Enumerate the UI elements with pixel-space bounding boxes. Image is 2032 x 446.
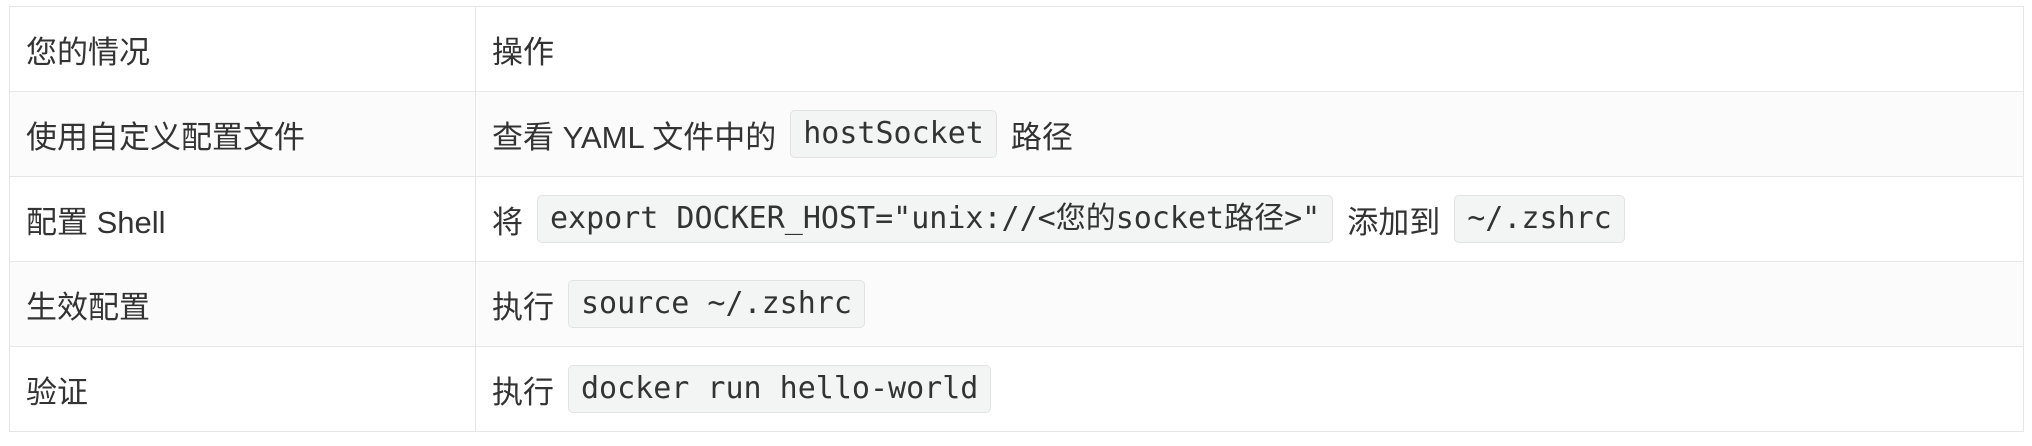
situation-text: 生效配置 — [26, 289, 150, 325]
inline-code: hostSocket — [790, 110, 997, 158]
situation-cell: 配置 Shell — [9, 176, 476, 262]
situation-cell: 生效配置 — [9, 261, 476, 347]
action-text: 将 — [492, 204, 523, 240]
action-cell: 执行 docker run hello-world — [475, 346, 2024, 432]
situation-text: 配置 Shell — [26, 204, 166, 240]
table-row: 配置 Shell 将 export DOCKER_HOST="unix://<您… — [9, 176, 2024, 262]
action-cell: 执行 source ~/.zshrc — [475, 261, 2024, 347]
header-cell-situation: 您的情况 — [9, 6, 476, 92]
table-row: 生效配置 执行 source ~/.zshrc — [9, 261, 2024, 347]
header-cell-action: 操作 — [475, 6, 2024, 92]
header-situation-label: 您的情况 — [26, 34, 150, 70]
table-row: 使用自定义配置文件 查看 YAML 文件中的 hostSocket 路径 — [9, 91, 2024, 177]
action-cell: 将 export DOCKER_HOST="unix://<您的socket路径… — [475, 176, 2024, 262]
action-text: 查看 YAML 文件中的 — [492, 119, 777, 155]
inline-code: export DOCKER_HOST="unix://<您的socket路径>" — [537, 195, 1334, 243]
action-cell: 查看 YAML 文件中的 hostSocket 路径 — [475, 91, 2024, 177]
action-text: 添加到 — [1347, 204, 1441, 240]
header-action-label: 操作 — [492, 34, 554, 70]
action-text: 执行 — [492, 374, 554, 410]
inline-code: source ~/.zshrc — [568, 280, 865, 328]
table-row: 验证 执行 docker run hello-world — [9, 346, 2024, 432]
situation-cell: 验证 — [9, 346, 476, 432]
situation-text: 验证 — [26, 374, 88, 410]
situation-text: 使用自定义配置文件 — [26, 119, 305, 155]
situation-cell: 使用自定义配置文件 — [9, 91, 476, 177]
action-text: 路径 — [1010, 119, 1073, 155]
action-text: 执行 — [492, 289, 554, 325]
inline-code: ~/.zshrc — [1454, 195, 1625, 243]
instructions-table: 您的情况 操作 使用自定义配置文件 查看 YAML 文件中的 hostSocke… — [9, 6, 2024, 432]
table-header-row: 您的情况 操作 — [9, 6, 2024, 92]
inline-code: docker run hello-world — [568, 365, 992, 413]
